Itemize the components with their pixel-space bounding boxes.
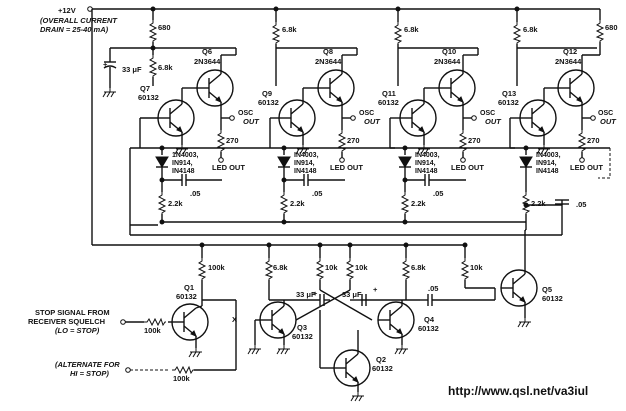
r-q3: 6.8k [273, 263, 288, 272]
r-in1: 100k [144, 326, 162, 335]
q1-label: Q1 [184, 283, 194, 292]
stage3-qsmall-type: 60132 [378, 98, 399, 107]
stage3-led: LED OUT [451, 163, 484, 172]
stage3-base-res: 2.2k [411, 199, 426, 208]
stage3-qbig-type: 2N3644 [434, 57, 461, 66]
stage2-top-res: 6.8k [282, 25, 297, 34]
stage4-diode-3: IN4148 [536, 168, 559, 175]
current-note-1: (OVERALL CURRENT [40, 16, 118, 25]
startup-cap-value: 33 μF [122, 65, 142, 74]
stage2-qbig-type: 2N3644 [315, 57, 342, 66]
stage3-qsmall: Q11 [382, 89, 396, 98]
stage1-emit-res: 270 [226, 136, 239, 145]
stage1-osc-2: OUT [243, 117, 260, 126]
stage3-qbig: Q10 [442, 47, 456, 56]
r-x1: 10k [325, 263, 338, 272]
stage4-led: LED OUT [570, 163, 603, 172]
stage3-top-res: 6.8k [404, 25, 419, 34]
r-in2: 100k [173, 374, 191, 383]
stage1-osc-1: OSC [238, 110, 253, 117]
stage2-cap: .05 [312, 189, 322, 198]
stage2-qsmall-type: 60132 [258, 98, 279, 107]
stage4-diode-1: IN4003, [536, 152, 561, 159]
stage2-osc-1: OSC [359, 110, 374, 117]
stage1-diode-2: IN914, [172, 160, 193, 167]
c-q3-plus: + [313, 289, 318, 298]
stage3-diode-1: IN4003, [415, 152, 440, 159]
q4-type: 60132 [418, 324, 439, 333]
stage4-qsmall: Q13 [502, 89, 516, 98]
c-q4-plus: + [373, 285, 378, 294]
stage4-cap: .05 [576, 200, 586, 209]
stage4-qsmall-type: 60132 [498, 98, 519, 107]
q5-type: 60132 [542, 294, 563, 303]
stage4-emit-res: 270 [587, 136, 600, 145]
current-note-2: DRAIN = 25-40 mA) [40, 25, 109, 34]
stage1-cap: .05 [190, 189, 200, 198]
stage4-base-res: 2.2k [531, 199, 546, 208]
stage4-top-res2: 680 [605, 23, 618, 32]
input1-line3: (LO = STOP) [55, 326, 100, 335]
stage1-diode-3: IN4148 [172, 168, 195, 175]
stage-2 [269, 6, 405, 225]
stage2-base-res: 2.2k [290, 199, 305, 208]
stage3-diode-3: IN4148 [415, 168, 438, 175]
stage3-cap: .05 [433, 189, 443, 198]
stage4-qbig: Q12 [563, 47, 577, 56]
supply-voltage: +12V [58, 6, 76, 15]
stage1-qbig: Q6 [202, 47, 212, 56]
x-mark: X [232, 315, 237, 324]
stage4-qbig-type: 2N3644 [555, 57, 582, 66]
stage1-base-res: 2.2k [168, 199, 183, 208]
stage-1: + 33 μF [102, 6, 290, 226]
stage2-diode-2: IN914, [294, 160, 315, 167]
control-section: X [120, 229, 538, 402]
stage3-osc-2: OUT [485, 117, 502, 126]
q5-label: Q5 [542, 285, 552, 294]
input2-line1: (ALTERNATE FOR [55, 360, 120, 369]
source-url[interactable]: http://www.qsl.net/va3iul [448, 384, 588, 398]
stage1-mid-res: 6.8k [158, 63, 173, 72]
stage1-led: LED OUT [212, 163, 245, 172]
input1-line1: STOP SIGNAL FROM [35, 308, 110, 317]
stage4-diode-2: IN914, [536, 160, 557, 167]
r-q1: 100k [208, 263, 226, 272]
stage1-top-res: 680 [158, 23, 171, 32]
stage2-led: LED OUT [330, 163, 363, 172]
stage3-osc-1: OSC [480, 110, 495, 117]
stage4-osc-1: OSC [598, 110, 613, 117]
startup-cap-plus: + [103, 60, 108, 69]
stage2-qbig: Q8 [323, 47, 333, 56]
c-q4: 33 μF [342, 290, 362, 299]
stage1-qsmall-type: 60132 [138, 93, 159, 102]
stage1-qsmall: Q7 [140, 84, 150, 93]
c-q3: 33 μF [296, 290, 316, 299]
stage2-osc-2: OUT [364, 117, 381, 126]
q3-type: 60132 [292, 332, 313, 341]
r-q5: 10k [470, 263, 483, 272]
stage4-osc-2: OUT [600, 117, 617, 126]
r-x2: 10k [355, 263, 368, 272]
stage2-diode-3: IN4148 [294, 168, 317, 175]
q2-type: 60132 [372, 364, 393, 373]
q3-label: Q3 [297, 323, 307, 332]
q4-label: Q4 [424, 315, 435, 324]
input1-line2: RECEIVER SQUELCH [28, 317, 105, 326]
q1-type: 60132 [176, 292, 197, 301]
stage2-diode-1: IN4003, [294, 152, 319, 159]
stage2-emit-res: 270 [347, 136, 360, 145]
stage3-emit-res: 270 [468, 136, 481, 145]
r-q4: 6.8k [411, 263, 426, 272]
q2-label: Q2 [376, 355, 386, 364]
stage1-qbig-type: 2N3644 [194, 57, 221, 66]
stage-4 [92, 6, 611, 246]
stage4-top-res: 6.8k [523, 25, 538, 34]
input2-line2: HI = STOP) [70, 369, 109, 378]
c-out: .05 [428, 284, 438, 293]
stage3-diode-2: IN914, [415, 160, 436, 167]
stage1-diode-1: 1N4003, [172, 152, 199, 159]
stage-3 [389, 6, 526, 225]
stage2-qsmall: Q9 [262, 89, 272, 98]
